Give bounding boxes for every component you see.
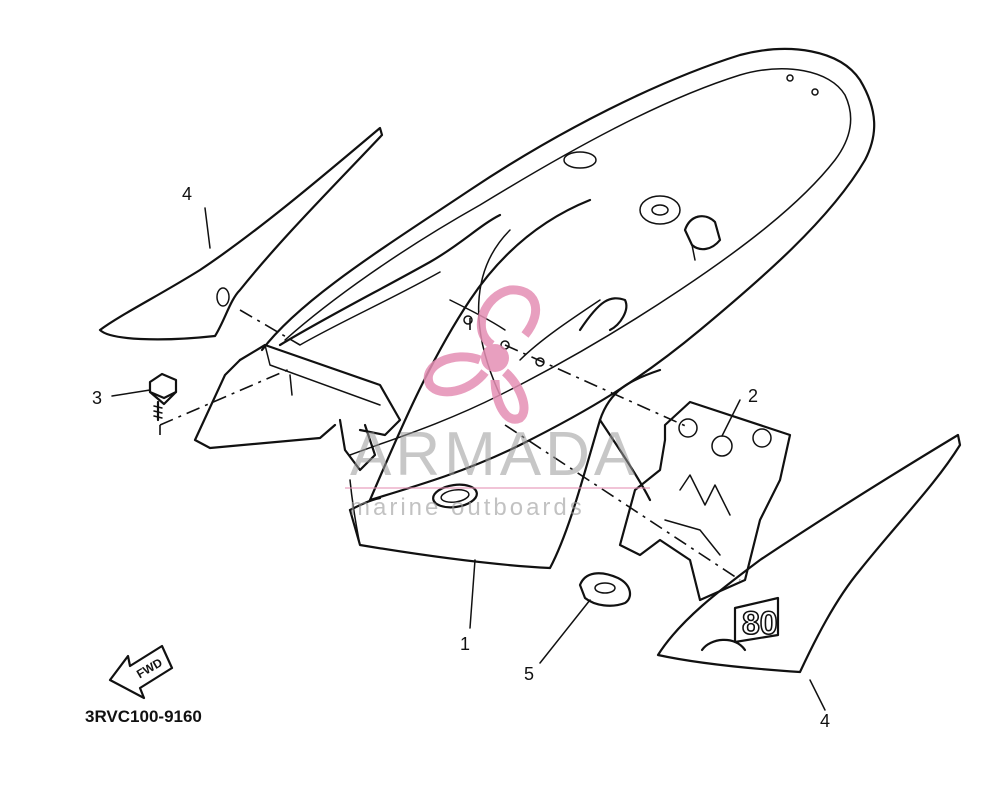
decal-number: 80: [742, 605, 778, 641]
side-cover-right: [656, 433, 962, 674]
diagram-code: 3RVC100-9160: [85, 707, 202, 726]
fwd-arrow-icon: FWD: [108, 644, 174, 700]
watermark: ARMADA marine outboards: [345, 285, 650, 521]
mud-flap: [618, 400, 792, 602]
callout-4-right: 4: [820, 711, 830, 731]
rear-fender: [193, 47, 876, 570]
callout-4-left: 4: [182, 184, 192, 204]
fwd-label: FWD: [134, 655, 165, 681]
callout-5: 5: [524, 664, 534, 684]
decal: 80: [733, 596, 780, 644]
propeller-logo-icon: [423, 285, 541, 424]
callout-2: 2: [748, 386, 758, 406]
bolt: [148, 372, 178, 422]
watermark-brand: ARMADA: [350, 420, 639, 489]
grommet: [578, 572, 632, 607]
callout-1: 1: [460, 634, 470, 654]
watermark-tagline: marine outboards: [350, 494, 585, 521]
leader-lines: [111, 207, 826, 711]
side-cover-left: [98, 126, 384, 341]
callout-3: 3: [92, 388, 102, 408]
